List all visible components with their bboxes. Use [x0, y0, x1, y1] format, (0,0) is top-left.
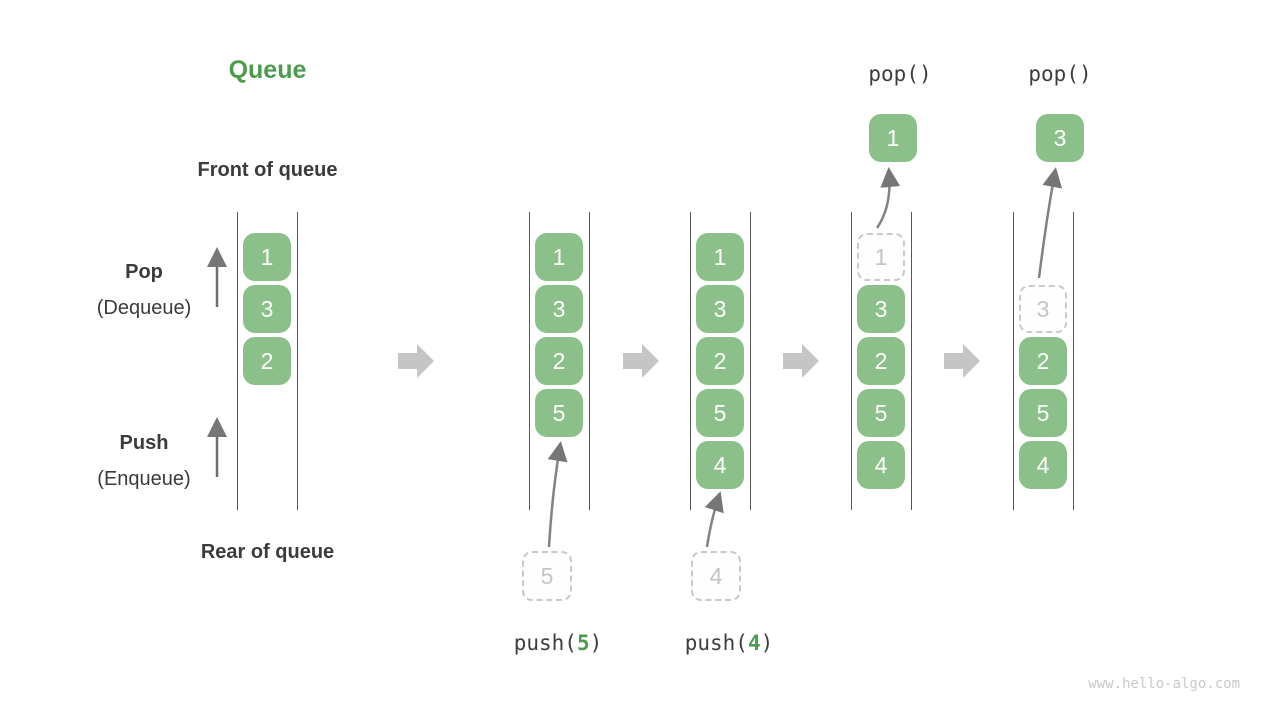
queue-cell: 2: [535, 337, 583, 385]
queue-cell: 2: [696, 337, 744, 385]
queue-cell: 3: [857, 285, 905, 333]
step-arrow-icon-1: [398, 344, 434, 378]
queue-cell: 4: [1019, 441, 1067, 489]
incoming-element-5: 5: [522, 551, 572, 601]
front-of-queue-label: Front of queue: [197, 159, 338, 181]
push-call-label-4: push(4): [649, 631, 809, 655]
queue-state-5: 3 2 5 4: [1013, 212, 1074, 510]
pop-call-label-1: pop(): [868, 62, 932, 86]
step-arrow-icon-4: [944, 344, 980, 378]
incoming-element-4: 4: [691, 551, 741, 601]
enqueue-label: (Enqueue): [97, 468, 191, 490]
queue-cell: 2: [243, 337, 291, 385]
queue-state-4: 1 3 2 5 4: [851, 212, 912, 510]
pop-call-label-2: pop(): [1028, 62, 1092, 86]
popped-element-3: 3: [1036, 114, 1084, 162]
push-call-prefix: push(: [684, 631, 748, 655]
push-call-suffix: ): [760, 631, 774, 655]
queue-cell: 1: [696, 233, 744, 281]
push-call-arg: 5: [576, 631, 590, 655]
push-call-label-5: push(5): [478, 631, 638, 655]
queue-cell: 5: [696, 389, 744, 437]
push-call-prefix: push(: [513, 631, 577, 655]
queue-cell: 2: [1019, 337, 1067, 385]
queue-state-1: 1 3 2: [237, 212, 298, 510]
queue-cell-ghost: 1: [857, 233, 905, 281]
queue-cell: 4: [696, 441, 744, 489]
queue-cell: 1: [535, 233, 583, 281]
push-call-arg: 4: [747, 631, 761, 655]
rear-of-queue-label: Rear of queue: [200, 541, 335, 563]
queue-cell: 4: [857, 441, 905, 489]
queue-cell: 5: [1019, 389, 1067, 437]
push-label: Push: [119, 432, 169, 454]
popped-element-1: 1: [869, 114, 917, 162]
pop-label: Pop: [125, 261, 163, 283]
dequeue-label: (Dequeue): [96, 297, 192, 319]
queue-cell-ghost: 3: [1019, 285, 1067, 333]
diagram-title: Queue: [228, 56, 307, 84]
queue-cell: 3: [696, 285, 744, 333]
queue-cell: 3: [243, 285, 291, 333]
step-arrow-icon-3: [783, 344, 819, 378]
watermark: www.hello-algo.com: [1088, 676, 1240, 692]
queue-cell: 5: [857, 389, 905, 437]
push-call-suffix: ): [589, 631, 603, 655]
queue-cell: 3: [535, 285, 583, 333]
step-arrow-icon-2: [623, 344, 659, 378]
queue-cell: 2: [857, 337, 905, 385]
queue-state-3: 1 3 2 5 4: [690, 212, 751, 510]
queue-cell: 1: [243, 233, 291, 281]
queue-cell: 5: [535, 389, 583, 437]
queue-state-2: 1 3 2 5: [529, 212, 590, 510]
